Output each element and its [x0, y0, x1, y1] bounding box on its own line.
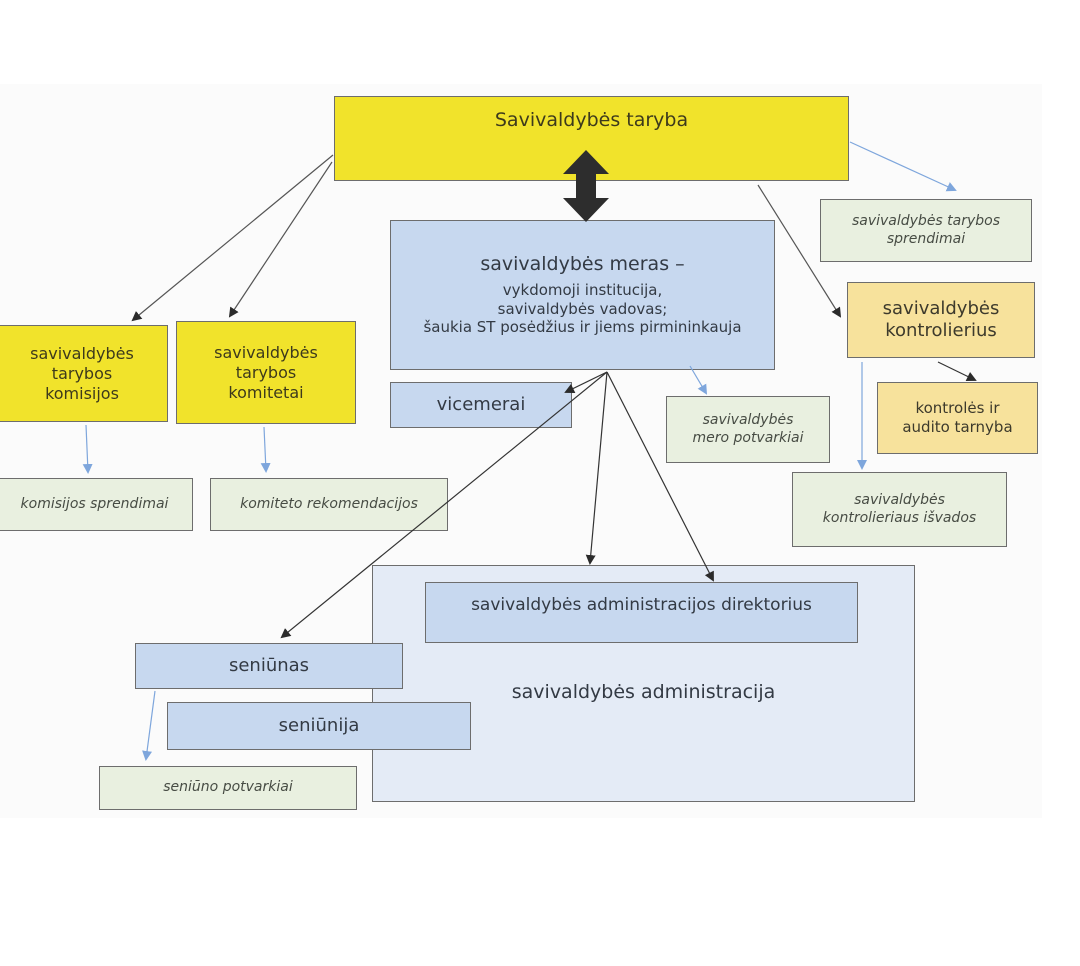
- mayor-orders-line: mero potvarkiai: [692, 429, 804, 446]
- elder-orders-label: seniūno potvarkiai: [163, 779, 293, 796]
- mayor-line: savivaldybės vadovas;: [497, 299, 668, 318]
- committees-line: komitetai: [228, 382, 304, 402]
- deputy-mayors-label: vicemerai: [436, 393, 526, 415]
- commissions-line: komisijos: [45, 383, 119, 403]
- controller-conclusions-line: kontrolieriaus išvados: [822, 509, 977, 526]
- eldership-box: seniūnija: [167, 702, 471, 750]
- council-box: Savivaldybės taryba: [334, 96, 849, 181]
- admin-director-label: savivaldybės administracijos direktorius: [471, 595, 812, 615]
- controller-conclusions-line: savivaldybės: [854, 492, 945, 508]
- commission-decisions-label: komisijos sprendimai: [20, 495, 169, 512]
- council-decisions-line: savivaldybės tarybos: [851, 213, 1001, 229]
- council-decisions-line: sprendimai: [886, 230, 966, 247]
- audit-service-line: audito tarnyba: [902, 418, 1013, 436]
- council-label: Savivaldybės taryba: [494, 109, 689, 131]
- committees-line: savivaldybės: [214, 342, 318, 362]
- elder-label: seniūnas: [228, 654, 310, 676]
- audit-service-box: kontrolės ir audito tarnyba: [877, 382, 1038, 454]
- elder-box: seniūnas: [135, 643, 403, 689]
- eldership-label: seniūnija: [278, 714, 360, 736]
- committee-recommendations-box: komiteto rekomendacijos: [210, 478, 448, 531]
- mayor-orders-box: savivaldybės mero potvarkiai: [666, 396, 830, 463]
- mayor-line: šaukia ST posėdžius ir jiems pirmininkau…: [423, 318, 742, 337]
- mayor-orders-line: savivaldybės: [702, 412, 794, 428]
- committees-box: savivaldybės tarybos komitetai: [176, 321, 356, 424]
- controller-conclusions-box: savivaldybės kontrolieriaus išvados: [792, 472, 1007, 547]
- mayor-line: vykdomoji institucija,: [502, 280, 663, 299]
- admin-director-box: savivaldybės administracijos direktorius: [425, 582, 858, 643]
- administration-label: savivaldybės administracija: [511, 681, 776, 703]
- audit-service-line: kontrolės ir: [915, 399, 1000, 418]
- mayor-title: savivaldybės meras –: [480, 253, 685, 275]
- elder-orders-box: seniūno potvarkiai: [99, 766, 357, 810]
- deputy-mayors-box: vicemerai: [390, 382, 572, 428]
- controller-line: savivaldybės: [882, 297, 1000, 319]
- council-decisions-box: savivaldybės tarybos sprendimai: [820, 199, 1032, 262]
- controller-box: savivaldybės kontrolierius: [847, 282, 1035, 358]
- controller-line: kontrolierius: [885, 320, 997, 341]
- commissions-box: savivaldybės tarybos komisijos: [0, 325, 168, 422]
- committees-line: tarybos: [235, 362, 297, 382]
- committee-recommendations-label: komiteto rekomendacijos: [240, 495, 418, 512]
- commissions-line: savivaldybės: [30, 343, 134, 363]
- mayor-box: savivaldybės meras – vykdomoji instituci…: [390, 220, 775, 370]
- commissions-line: tarybos: [51, 363, 113, 383]
- commission-decisions-box: komisijos sprendimai: [0, 478, 193, 531]
